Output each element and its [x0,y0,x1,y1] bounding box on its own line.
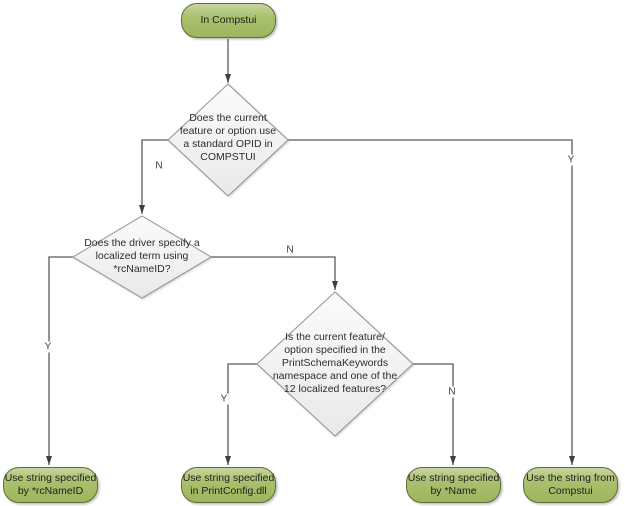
decision-rcnameid-text: Does the driver specify a localized term… [62,237,222,276]
edge-label-opid-yes: Y [566,154,576,166]
connector-opid-yes [288,139,575,465]
edge-label-printschema-yes: Y [219,393,229,405]
decision-printschema-text: Is the current feature/ option specified… [252,331,418,396]
decision-printschema-shape [256,291,414,437]
terminal-use-rcnameid: Use string specified by *rcNameID [3,467,98,503]
text-line: by *Name [430,485,477,497]
text-line: option specified in the [284,344,386,356]
text-line: namespace and one of the [272,370,398,382]
text-line: a standard OPID in [183,138,273,150]
connector-printschema-yes [225,363,257,465]
text-line: Use string specified [407,472,500,484]
text-line: PrintSchemaKeywords [281,357,389,369]
connector-opid-no [139,139,168,214]
connector-rcnameid-yes [46,256,73,465]
text-line: in PrintConfig.dll [190,485,267,497]
decision-rcnameid-shape [72,215,212,299]
text-line: localized term using [95,250,189,262]
decision-standard-opid-shape [167,83,289,197]
connector-rcnameid-no [211,256,338,290]
text-line: Use the string from [526,472,615,484]
edge-label-opid-no: N [154,160,164,172]
start-node: In Compstui [181,3,276,38]
edge-label-printschema-no: N [447,386,457,398]
terminal-use-name: Use string specified by *Name [406,467,501,503]
decision-standard-opid-text: Does the current feature or option use a… [160,112,296,164]
text-line: feature or option use [179,125,277,137]
text-line: COMPSTUI [200,151,256,163]
text-line: 12 localized features? [283,383,387,395]
terminal-use-printconfig: Use string specified in PrintConfig.dll [181,467,276,503]
text-line: Use string specified [182,472,275,484]
edge-label-rcnameid-no: N [285,244,295,256]
text-line: Compstui [548,485,593,497]
text-line: Use string specified [4,472,97,484]
text-line: Does the driver specify a [84,237,200,249]
terminal-use-compstui: Use the string from Compstui [523,467,618,503]
text-line: by *rcNameID [17,485,84,497]
text-line: Does the current [189,112,267,124]
connector-printschema-no [413,363,456,465]
text-line: *rcNameID? [113,263,171,275]
start-node-label: In Compstui [200,14,257,26]
text-line: Is the current feature/ [285,331,385,343]
edge-label-rcnameid-yes: Y [43,341,53,353]
